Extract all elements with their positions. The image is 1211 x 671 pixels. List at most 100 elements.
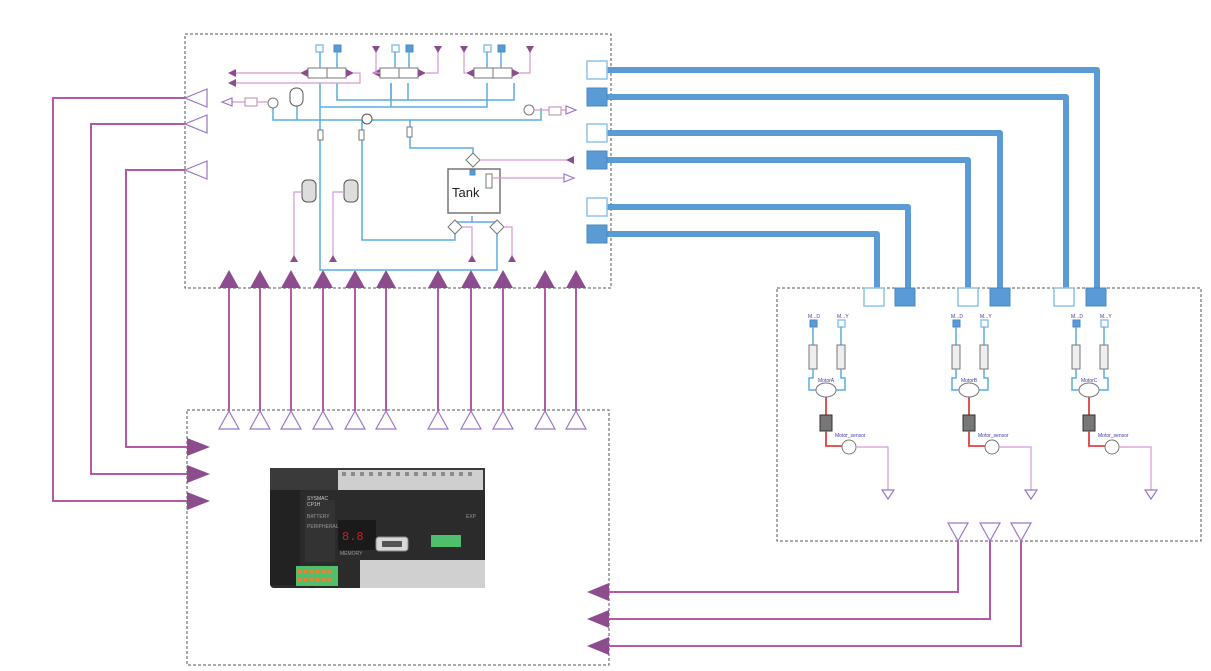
motor-block-frame[interactable] xyxy=(776,287,1202,542)
port-filled[interactable] xyxy=(894,287,916,307)
sensor-label: Motor_sensor xyxy=(835,433,866,439)
output-connector-icon xyxy=(426,409,450,430)
port-open[interactable] xyxy=(586,197,608,217)
input-connector-icon xyxy=(313,270,333,288)
port-d-label: M...D xyxy=(1071,314,1083,320)
input-connector-icon xyxy=(587,637,609,655)
port-open[interactable] xyxy=(586,123,608,143)
valve-actuator-icon xyxy=(418,69,426,77)
motor-icon[interactable] xyxy=(815,382,837,398)
flow-meter-icon xyxy=(465,152,481,168)
bus-line-4[interactable] xyxy=(607,157,971,295)
port-d[interactable] xyxy=(809,319,818,328)
bus-line-5[interactable] xyxy=(607,204,911,295)
tank-label: Tank xyxy=(452,185,480,200)
port-d[interactable] xyxy=(952,319,961,328)
port-open[interactable] xyxy=(586,60,608,80)
port-v[interactable] xyxy=(980,319,989,328)
port-d[interactable] xyxy=(1072,319,1081,328)
accumulator-icon[interactable] xyxy=(289,87,304,107)
input-connector-icon xyxy=(345,270,365,288)
output-connector-icon xyxy=(183,160,208,180)
port-open[interactable] xyxy=(957,287,979,307)
bus-line-2[interactable] xyxy=(607,94,1069,295)
input-connector-icon xyxy=(493,270,513,288)
flow-restrictor-icon xyxy=(951,344,961,370)
port-filled[interactable] xyxy=(586,224,608,244)
output-connector-icon xyxy=(183,88,208,108)
bus-line-1[interactable] xyxy=(607,67,1100,295)
hydraulic-circuit: Tank xyxy=(220,44,578,271)
plc-block-frame[interactable] xyxy=(186,409,610,666)
port-v[interactable] xyxy=(1100,319,1109,328)
sensor-label: Motor_sensor xyxy=(1098,433,1129,439)
svg-text:EXP: EXP xyxy=(466,514,477,520)
speed-sensor-icon xyxy=(841,439,857,455)
output-connector-icon xyxy=(459,409,483,430)
motor-feedback-line-2[interactable] xyxy=(608,540,991,620)
angle-output-icon xyxy=(880,489,896,501)
port-filled[interactable] xyxy=(1085,287,1107,307)
port-filled[interactable] xyxy=(586,150,608,170)
motor-label: MotorA xyxy=(818,378,835,384)
port-open[interactable] xyxy=(863,287,885,307)
terminal-block xyxy=(296,566,338,586)
plc-device-image[interactable]: 8.8 SYSMAC CP1H BATTERY PERIPHERAL MEMOR… xyxy=(270,468,485,588)
flow-meter-icon xyxy=(447,219,463,235)
feedback-line-3[interactable] xyxy=(125,169,190,448)
input-connector-icon xyxy=(281,270,301,288)
load-inertia-icon xyxy=(1082,414,1096,432)
svg-text:PERIPHERAL: PERIPHERAL xyxy=(307,524,339,530)
valve-1[interactable] xyxy=(300,44,354,79)
bus-line-6[interactable] xyxy=(607,231,880,295)
port-v[interactable] xyxy=(837,319,846,328)
feedback-line-2[interactable] xyxy=(90,123,190,475)
output-connector-icon xyxy=(248,409,272,430)
motor-input-ports xyxy=(863,287,1107,307)
input-connector-icon xyxy=(587,583,609,601)
input-connector-icon xyxy=(428,270,448,288)
hydraulic-feedback-signals xyxy=(52,88,210,510)
bus-line-3[interactable] xyxy=(607,130,1003,295)
pump-icon[interactable] xyxy=(361,113,373,125)
tank[interactable]: Tank xyxy=(447,168,576,214)
port-d-label: M...D xyxy=(808,314,820,320)
input-connector-icon xyxy=(461,270,481,288)
port-filled[interactable] xyxy=(586,87,608,107)
port-open[interactable] xyxy=(1053,287,1075,307)
angle-output-icon xyxy=(1143,489,1159,501)
cylinder-2[interactable] xyxy=(329,179,359,262)
svg-text:CP1H: CP1H xyxy=(307,502,321,508)
input-connector-icon xyxy=(187,438,210,456)
motor-icon[interactable] xyxy=(958,382,980,398)
port-filled[interactable] xyxy=(989,287,1011,307)
pressure-sensor-icon[interactable] xyxy=(523,104,535,116)
input-connector-icon xyxy=(187,465,210,483)
plc-display: 8.8 xyxy=(342,530,364,544)
output-connector-icon xyxy=(564,409,588,430)
motor-icon[interactable] xyxy=(1078,382,1100,398)
flow-meter-icon xyxy=(489,219,505,235)
output-connector-icon xyxy=(374,409,398,430)
port-d-label: M...D xyxy=(951,314,963,320)
output-connector-icon xyxy=(491,409,515,430)
motor-label: MotorB xyxy=(961,378,978,384)
valve-actuator-icon xyxy=(512,69,520,77)
valve-3[interactable] xyxy=(466,44,520,79)
motor-feedback-line-3[interactable] xyxy=(608,540,1022,647)
flow-restrictor-icon xyxy=(1099,344,1109,370)
input-connector-icon xyxy=(587,610,609,628)
valve-2[interactable] xyxy=(372,44,426,79)
motor-feedback-line-1[interactable] xyxy=(608,540,959,593)
svg-text:SYSMAC: SYSMAC xyxy=(307,496,329,502)
cylinder-1[interactable] xyxy=(290,179,317,262)
sensor-label: Motor_sensor xyxy=(978,433,1009,439)
pressure-sensor-icon[interactable] xyxy=(267,97,279,109)
output-connector-icon xyxy=(343,409,367,430)
load-inertia-icon xyxy=(819,414,833,432)
feedback-line-1[interactable] xyxy=(52,97,190,502)
